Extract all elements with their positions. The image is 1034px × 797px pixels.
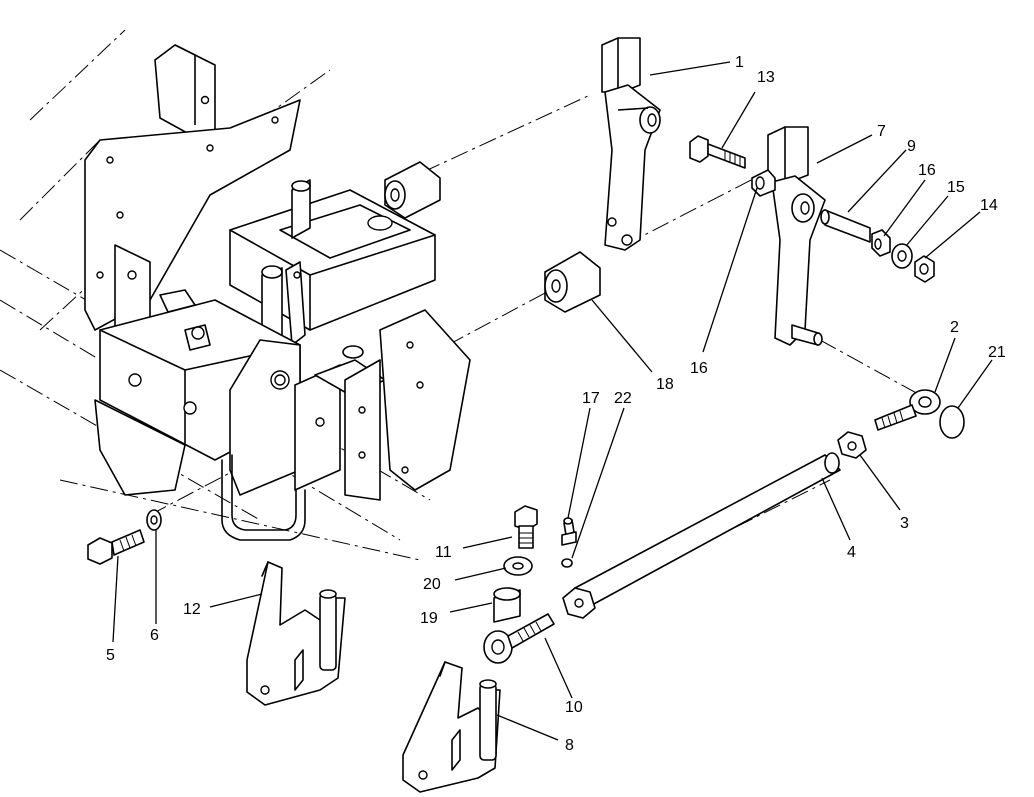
callout-15: 15 [947,179,965,196]
callout-8: 8 [565,737,574,754]
bolt-5 [87,529,145,565]
main-frame [84,44,471,541]
clip-21 [939,405,965,439]
lever-arm-7 [767,126,826,346]
callout-4: 4 [847,544,856,561]
washer-22 [561,558,573,568]
bushing-upper [384,161,441,219]
callout-17: 17 [582,390,600,407]
washer-20 [503,556,533,576]
callout-16: 16 [690,360,708,377]
bolt-13 [689,135,746,169]
callout-6: 6 [150,627,159,644]
grease-fitting-17 [561,517,577,546]
callout-13: 13 [757,69,775,86]
lever-arm-1 [601,37,661,251]
callout-10: 10 [565,699,583,716]
bushing-19 [493,587,521,623]
washer-15 [891,243,913,269]
callout-20: 20 [423,576,441,593]
callout-1: 1 [735,54,744,71]
bolt-11 [514,505,538,549]
nut-14 [914,255,935,283]
callout-14: 14 [980,197,998,214]
callout-9: 9 [907,138,916,155]
bracket-12 [246,561,346,706]
jam-nut-3 [837,431,867,459]
callout-5: 5 [106,647,115,664]
pin-9 [820,209,871,243]
callout-16: 16 [918,162,936,179]
callout-21: 21 [988,344,1006,361]
callout-12: 12 [183,601,201,618]
leader-lines [112,61,993,741]
spacer-16-left [751,169,776,197]
bracket-8 [402,661,501,793]
callout-2: 2 [950,319,959,336]
spacer-16-right [871,229,891,257]
washer-6 [146,509,162,531]
rod-end-2 [874,389,941,431]
callout-18: 18 [656,376,674,393]
callout-19: 19 [420,610,438,627]
callout-3: 3 [900,515,909,532]
callout-7: 7 [877,123,886,140]
tube-4 [562,452,841,619]
callout-labels: 1 2 3 4 5 6 7 8 9 10 11 12 13 14 15 16 1… [106,54,1006,754]
bushing-18 [544,251,601,313]
callout-22: 22 [614,390,632,407]
rod-end-10 [483,613,555,664]
callout-11: 11 [435,544,452,561]
